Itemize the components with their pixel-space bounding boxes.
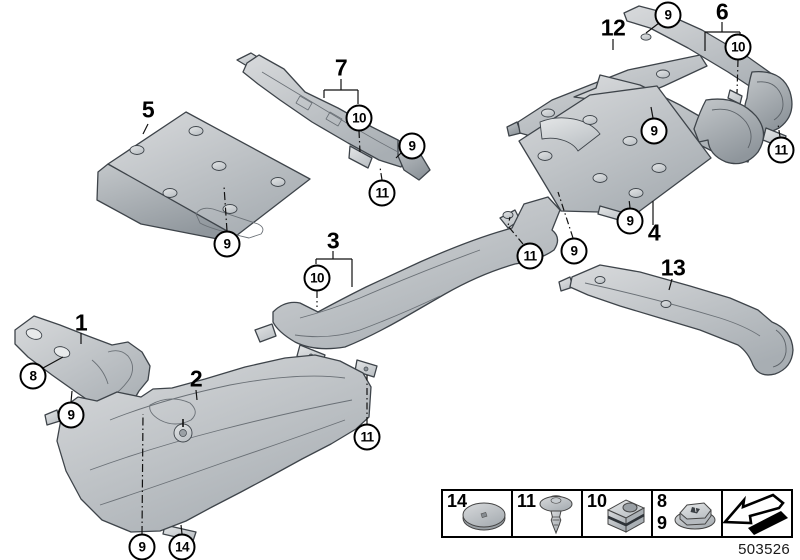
part-4-heat-shield-panel — [518, 85, 712, 223]
callout-11[interactable]: 11 — [516, 242, 544, 270]
legend-ref-9: 9 — [657, 513, 668, 533]
legend-cell-8-9: 8 9 — [653, 491, 723, 536]
callout-14[interactable]: 14 — [168, 533, 196, 560]
part-label-3[interactable]: 3 — [326, 227, 340, 254]
callout-9[interactable]: 9 — [654, 1, 682, 29]
legend-cell-10: 10 — [583, 491, 653, 536]
part-label-7[interactable]: 7 — [334, 54, 348, 81]
part-2-heat-shield — [44, 354, 372, 542]
part-label-13[interactable]: 13 — [660, 254, 686, 281]
expanding-rivet-icon — [539, 494, 573, 534]
part-13-heat-shield-rail — [558, 264, 794, 376]
callout-10[interactable]: 10 — [303, 264, 331, 292]
callout-8[interactable]: 8 — [19, 362, 47, 390]
legend-ref-8: 8 — [657, 491, 668, 511]
legend-ref-11: 11 — [517, 491, 537, 511]
part-label-2[interactable]: 2 — [189, 365, 203, 392]
washer-disc-icon — [462, 502, 506, 530]
drawing-number: 503526 — [738, 541, 790, 558]
legend-ref-14: 14 — [447, 491, 468, 511]
legend-cell-11: 11 — [513, 491, 583, 536]
callout-11[interactable]: 11 — [353, 423, 381, 451]
part-label-1[interactable]: 1 — [74, 309, 88, 336]
callout-9[interactable]: 9 — [213, 230, 241, 258]
callout-10[interactable]: 10 — [724, 33, 752, 61]
legend-cell-direction — [723, 491, 791, 536]
legend-ref-10: 10 — [587, 491, 608, 511]
fastener-legend: 14 11 10 — [441, 489, 793, 538]
callout-9[interactable]: 9 — [57, 401, 85, 429]
callout-11[interactable]: 11 — [368, 179, 396, 207]
part-7-heat-shield-rail — [236, 52, 431, 181]
callout-9[interactable]: 9 — [398, 132, 426, 160]
callout-9[interactable]: 9 — [560, 237, 588, 265]
callout-9[interactable]: 9 — [640, 117, 668, 145]
callout-10[interactable]: 10 — [345, 104, 373, 132]
legend-cell-14: 14 — [443, 491, 513, 536]
cage-nut-icon — [606, 498, 646, 533]
callout-9[interactable]: 9 — [128, 533, 156, 560]
part-label-6[interactable]: 6 — [715, 0, 729, 25]
callout-9[interactable]: 9 — [616, 207, 644, 235]
front-direction-arrow-icon — [723, 493, 788, 535]
hex-nut-washer-icon — [674, 501, 716, 529]
leader-lines — [42, 22, 781, 535]
part-5-heat-shield-panel — [96, 111, 311, 244]
part-3-tunnel-heat-shield — [254, 196, 561, 378]
part-label-4[interactable]: 4 — [647, 219, 661, 246]
callout-11[interactable]: 11 — [767, 136, 795, 164]
part-label-12[interactable]: 12 — [600, 14, 626, 41]
part-label-5[interactable]: 5 — [141, 96, 155, 123]
